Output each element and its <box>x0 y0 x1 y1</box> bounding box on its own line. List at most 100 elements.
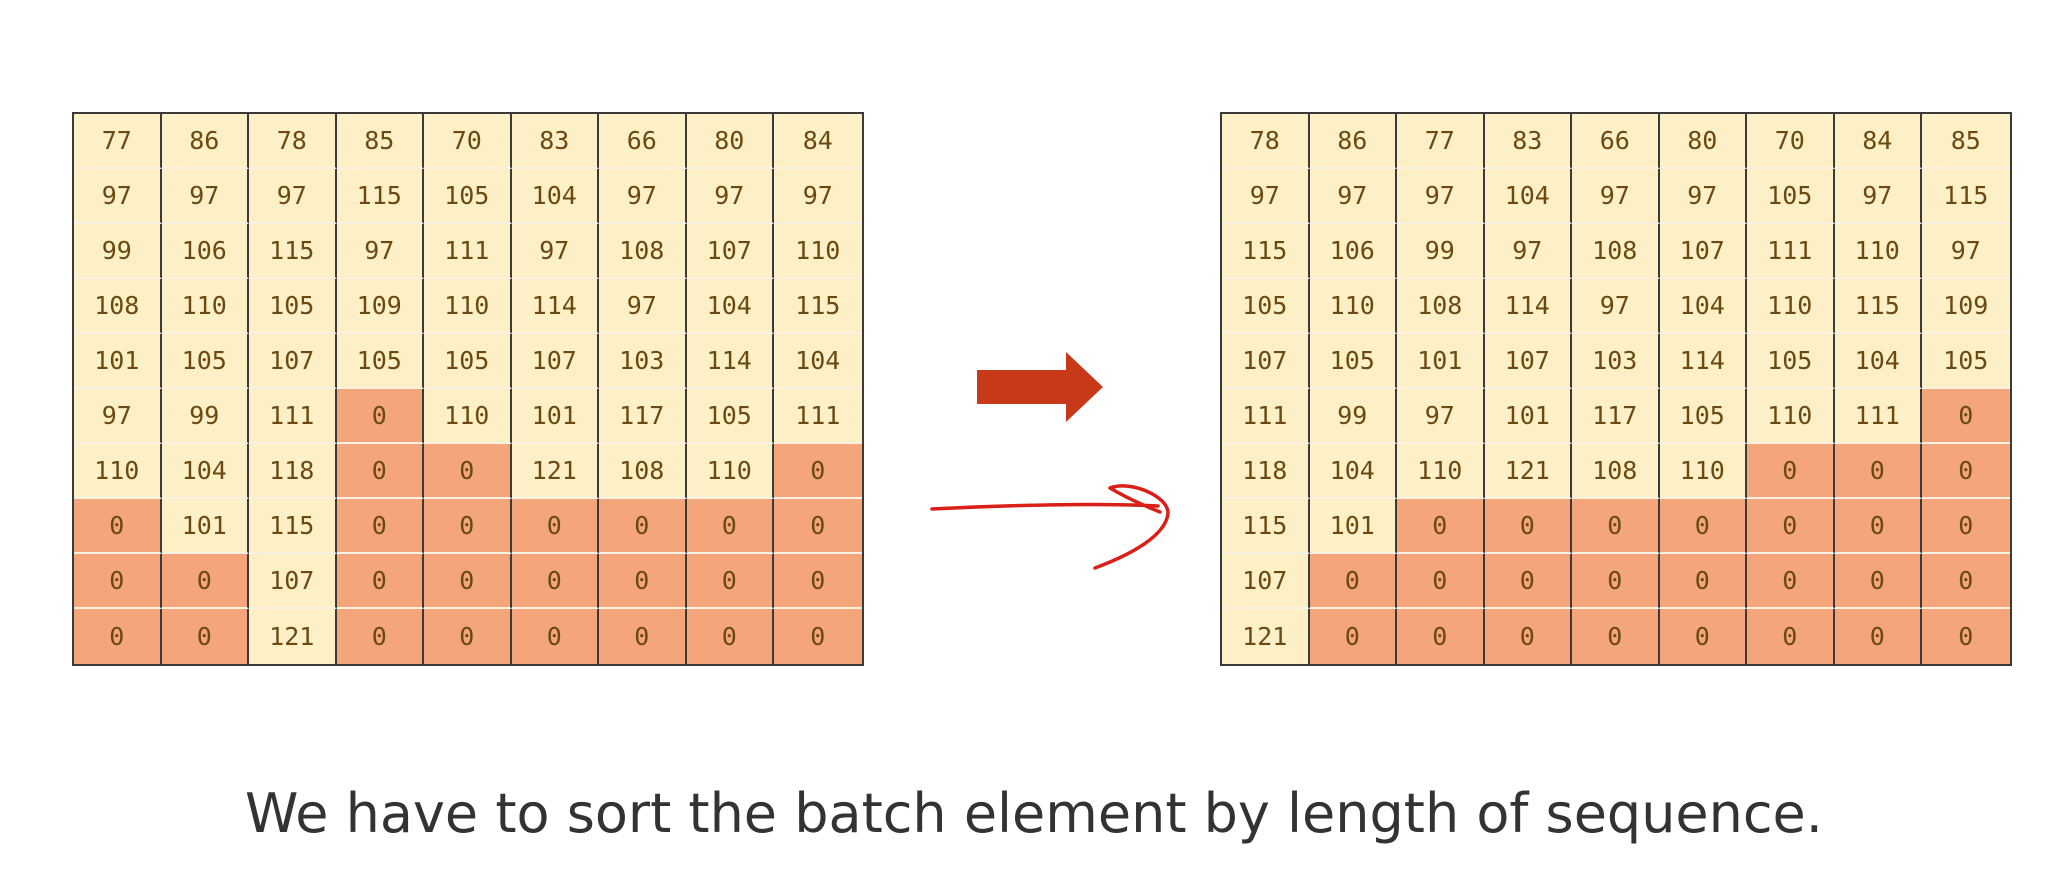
padding-cell: 0 <box>1834 554 1922 609</box>
value-cell: 77 <box>1397 114 1485 169</box>
padding-cell: 0 <box>1397 609 1485 664</box>
value-cell: 110 <box>424 389 512 444</box>
caption: We have to sort the batch element by len… <box>245 782 1823 845</box>
padding-cell: 0 <box>511 609 599 664</box>
padding-cell: 0 <box>686 499 774 554</box>
value-cell: 97 <box>1309 169 1397 224</box>
padding-cell: 0 <box>1572 554 1660 609</box>
padding-cell: 0 <box>774 554 862 609</box>
value-cell: 108 <box>1572 224 1660 279</box>
padding-cell: 0 <box>424 444 512 499</box>
value-cell: 111 <box>1222 389 1310 444</box>
padding-cell: 0 <box>1922 389 2010 444</box>
value-cell: 107 <box>1484 334 1572 389</box>
right-arrow-icon <box>977 352 1103 422</box>
value-cell: 110 <box>161 279 249 334</box>
value-cell: 78 <box>1222 114 1310 169</box>
value-cell: 84 <box>774 114 862 169</box>
value-cell: 104 <box>1834 334 1922 389</box>
value-cell: 104 <box>511 169 599 224</box>
value-cell: 114 <box>1484 279 1572 334</box>
value-cell: 108 <box>1572 444 1660 499</box>
padding-cell: 0 <box>1397 499 1485 554</box>
value-cell: 107 <box>511 334 599 389</box>
value-cell: 104 <box>774 334 862 389</box>
value-cell: 86 <box>161 114 249 169</box>
padding-cell: 0 <box>424 554 512 609</box>
value-cell: 101 <box>161 499 249 554</box>
value-cell: 105 <box>1747 169 1835 224</box>
value-cell: 97 <box>1484 224 1572 279</box>
padding-cell: 0 <box>1747 444 1835 499</box>
padding-cell: 0 <box>1922 444 2010 499</box>
value-cell: 115 <box>1222 224 1310 279</box>
value-cell: 118 <box>249 444 337 499</box>
value-cell: 77 <box>74 114 162 169</box>
padding-cell: 0 <box>74 609 162 664</box>
padding-cell: 0 <box>336 444 424 499</box>
value-cell: 106 <box>161 224 249 279</box>
padding-cell: 0 <box>336 389 424 444</box>
value-cell: 105 <box>161 334 249 389</box>
value-cell: 97 <box>774 169 862 224</box>
value-cell: 105 <box>686 389 774 444</box>
value-cell: 83 <box>1484 114 1572 169</box>
value-cell: 121 <box>249 609 337 664</box>
padding-cell: 0 <box>1309 609 1397 664</box>
padding-cell: 0 <box>1834 444 1922 499</box>
value-cell: 101 <box>74 334 162 389</box>
padding-cell: 0 <box>336 609 424 664</box>
padding-cell: 0 <box>511 499 599 554</box>
value-cell: 110 <box>1659 444 1747 499</box>
value-cell: 110 <box>1834 224 1922 279</box>
value-cell: 85 <box>1922 114 2010 169</box>
value-cell: 107 <box>249 334 337 389</box>
value-cell: 114 <box>686 334 774 389</box>
value-cell: 107 <box>1659 224 1747 279</box>
value-cell: 115 <box>774 279 862 334</box>
hand-drawn-arrow-icon <box>930 484 1170 570</box>
value-cell: 107 <box>686 224 774 279</box>
padding-cell: 0 <box>1922 554 2010 609</box>
padding-cell: 0 <box>1659 499 1747 554</box>
value-cell: 121 <box>1222 609 1310 664</box>
padding-cell: 0 <box>774 499 862 554</box>
padding-cell: 0 <box>774 444 862 499</box>
value-cell: 104 <box>1659 279 1747 334</box>
value-cell: 121 <box>1484 444 1572 499</box>
value-cell: 83 <box>511 114 599 169</box>
value-cell: 115 <box>336 169 424 224</box>
value-cell: 115 <box>1834 279 1922 334</box>
value-cell: 97 <box>599 279 687 334</box>
value-cell: 97 <box>249 169 337 224</box>
value-cell: 78 <box>249 114 337 169</box>
padding-cell: 0 <box>1309 554 1397 609</box>
value-cell: 110 <box>424 279 512 334</box>
value-cell: 97 <box>686 169 774 224</box>
value-cell: 118 <box>1222 444 1310 499</box>
value-cell: 111 <box>774 389 862 444</box>
value-cell: 106 <box>1309 224 1397 279</box>
value-cell: 97 <box>1222 169 1310 224</box>
value-cell: 110 <box>1747 389 1835 444</box>
value-cell: 111 <box>249 389 337 444</box>
value-cell: 110 <box>1397 444 1485 499</box>
padding-cell: 0 <box>1922 609 2010 664</box>
value-cell: 115 <box>249 224 337 279</box>
padding-cell: 0 <box>686 609 774 664</box>
value-cell: 110 <box>1747 279 1835 334</box>
padding-cell: 0 <box>1484 609 1572 664</box>
padding-cell: 0 <box>1834 609 1922 664</box>
padding-cell: 0 <box>1659 609 1747 664</box>
value-cell: 99 <box>1309 389 1397 444</box>
padding-cell: 0 <box>599 609 687 664</box>
value-cell: 110 <box>1309 279 1397 334</box>
value-cell: 80 <box>686 114 774 169</box>
value-cell: 121 <box>511 444 599 499</box>
value-cell: 105 <box>1222 279 1310 334</box>
value-cell: 105 <box>249 279 337 334</box>
value-cell: 105 <box>424 169 512 224</box>
value-cell: 105 <box>424 334 512 389</box>
